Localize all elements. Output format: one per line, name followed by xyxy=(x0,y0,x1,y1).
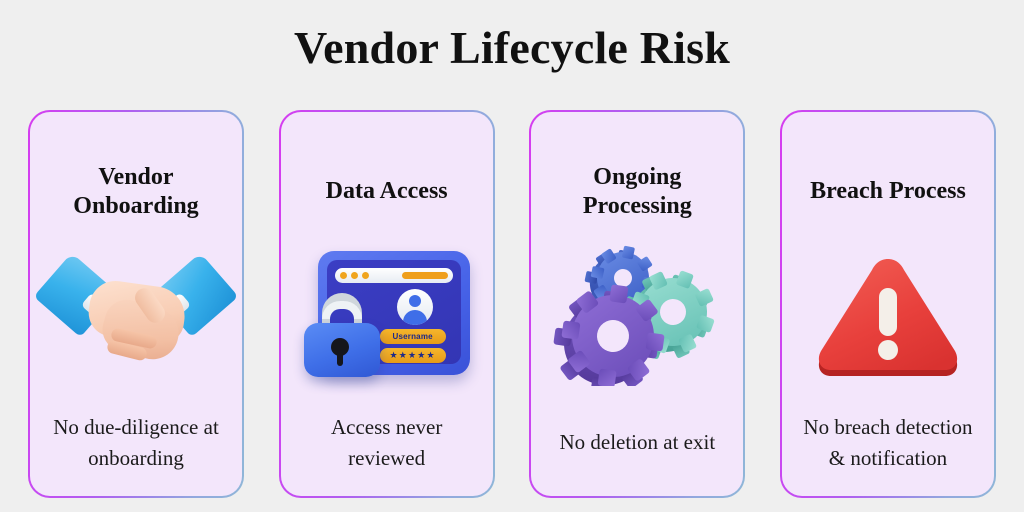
card-vendor-onboarding[interactable]: Vendor Onboarding No due-diligenc xyxy=(28,110,244,498)
gears-svg xyxy=(553,245,715,396)
handshake-icon xyxy=(33,252,239,374)
card-illustration xyxy=(531,240,743,396)
warning-triangle-icon xyxy=(808,245,968,385)
card-row: Vendor Onboarding No due-diligenc xyxy=(28,110,996,498)
browser-toolbar xyxy=(334,268,453,283)
card-heading: Ongoing Processing xyxy=(582,163,692,219)
card-inner: Data Access xyxy=(280,112,493,496)
card-illustration: Username ★★★★★ xyxy=(281,240,493,390)
avatar-body xyxy=(402,310,427,325)
password-field: ★★★★★ xyxy=(379,348,446,363)
card-heading: Data Access xyxy=(325,178,448,205)
page-title: Vendor Lifecycle Risk xyxy=(293,22,731,73)
card-caption: No breach detection & notification xyxy=(803,414,973,471)
toolbar-dot xyxy=(361,272,369,279)
card-breach-process[interactable]: Breach Process xyxy=(779,110,996,498)
card-caption: Access never reviewed xyxy=(330,414,443,471)
card-caption: No deletion at exit xyxy=(559,430,716,455)
padlock-keyhole xyxy=(330,338,349,366)
gear-medium-teal xyxy=(624,270,715,359)
card-inner: Breach Process xyxy=(781,112,994,496)
card-heading: Vendor Onboarding xyxy=(73,163,199,219)
username-field: Username xyxy=(379,329,446,344)
toolbar-url-bar xyxy=(401,272,448,279)
toolbar-dot xyxy=(350,272,358,279)
card-inner: Vendor Onboarding No due-diligenc xyxy=(30,112,242,496)
card-ongoing-processing[interactable]: Ongoing Processing xyxy=(529,110,746,498)
gear-large-purple xyxy=(553,284,665,396)
card-heading: Breach Process xyxy=(810,178,966,205)
toolbar-dot xyxy=(339,272,347,279)
username-field-label: Username xyxy=(392,332,433,341)
warning-triangle-svg xyxy=(818,259,958,376)
exclamation-bar xyxy=(878,288,897,336)
card-inner: Ongoing Processing xyxy=(531,112,744,496)
gears-icon xyxy=(551,244,723,396)
padlock-shackle xyxy=(321,293,362,333)
card-illustration xyxy=(30,240,242,390)
avatar-head xyxy=(408,295,421,307)
card-caption: No due-diligence at onboarding xyxy=(53,414,219,471)
password-mask: ★★★★★ xyxy=(389,350,436,360)
card-illustration xyxy=(782,240,994,390)
login-window-lock-icon: Username ★★★★★ xyxy=(302,249,472,381)
exclamation-dot xyxy=(877,340,898,360)
avatar xyxy=(396,289,433,325)
card-data-access[interactable]: Data Access xyxy=(278,110,495,498)
